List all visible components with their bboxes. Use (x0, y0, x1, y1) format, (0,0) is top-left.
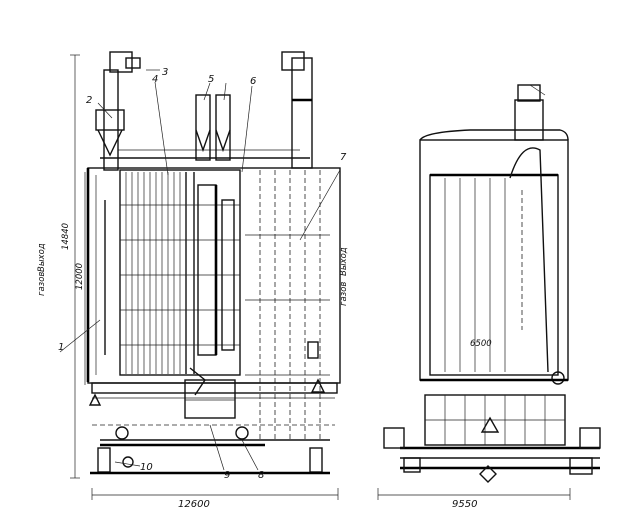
callout-8: 8 (258, 470, 264, 481)
dim-inner-height: 12000 (75, 263, 85, 290)
callout-10: 10 (140, 462, 153, 473)
left-elevation-view (86, 149, 341, 475)
gas-duct-section (245, 170, 330, 440)
callout-1-left: 1 (58, 342, 64, 353)
right-front-view (419, 84, 569, 385)
svg-text:Выход: Выход (37, 243, 47, 272)
svg-text:Выход: Выход (339, 247, 349, 276)
callout-4: 4 (152, 74, 158, 85)
dim-width-right: 9550 (452, 499, 477, 510)
callout-6: 6 (250, 76, 256, 87)
dim-inner-right: 6500 (470, 339, 492, 349)
svg-text:газов: газов (339, 282, 349, 306)
callout-9: 9 (224, 470, 230, 481)
callout-leaders (59, 69, 341, 471)
callout-7: 7 (340, 152, 347, 163)
flow-label-right: Выход газов (339, 247, 349, 306)
dimension-lines (70, 54, 339, 500)
callout-labels: 2 3 4 5 6 7 1 10 9 8 (58, 67, 347, 481)
callout-2: 2 (86, 95, 92, 106)
dim-total-height: 14840 (61, 223, 71, 250)
svg-text:газов: газов (37, 272, 47, 296)
callout-5: 5 (208, 74, 214, 85)
dim-width-left: 12600 (178, 499, 210, 510)
flow-label-left: Выход газов (37, 243, 47, 296)
right-base (383, 394, 601, 483)
tube-bank (120, 172, 240, 374)
risers (95, 51, 313, 171)
callout-3: 3 (162, 67, 168, 78)
right-dimension-lines (377, 488, 571, 500)
